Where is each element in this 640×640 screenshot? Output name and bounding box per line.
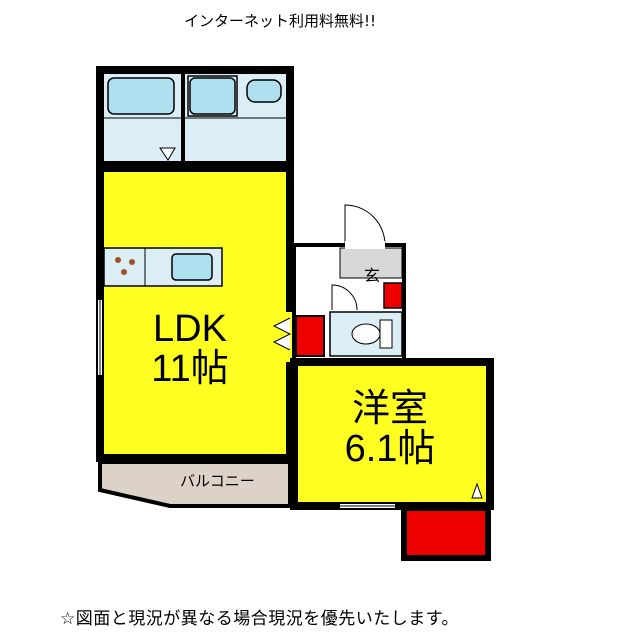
header-note: インターネット利用料無料!! (183, 12, 377, 30)
bathtub-icon (189, 77, 236, 115)
door-swing-icon (159, 147, 176, 161)
hall-storage (295, 315, 325, 357)
bedroom-name: 洋室 (351, 388, 428, 430)
bedroom-storage (401, 505, 491, 561)
toilet-icon (351, 319, 393, 349)
closet-door-icon (471, 482, 483, 499)
entrance (339, 247, 403, 279)
balcony-label: バルコニー (180, 472, 255, 490)
sink-icon (171, 253, 213, 281)
stove-icon (115, 257, 135, 275)
footer-note: ☆図面と現況が異なる場合現況を優先いたします。 (60, 609, 460, 629)
ldk-label: LDK 11帖 (130, 308, 250, 390)
washbasin-icon (246, 79, 282, 103)
shoe-storage (383, 282, 403, 309)
entrance-label: 玄 (364, 266, 381, 285)
bedroom (290, 358, 494, 510)
bedroom-label: 洋室 6.1帖 (330, 388, 450, 470)
ldk-name: LDK (153, 308, 227, 350)
bedroom-size: 6.1帖 (344, 427, 436, 470)
toilet-door-icon (331, 284, 358, 311)
ldk-door-icon (272, 317, 292, 351)
entrance-door-icon (344, 204, 386, 246)
washer-pan-icon (107, 77, 175, 115)
ldk-size: 11帖 (151, 347, 229, 390)
